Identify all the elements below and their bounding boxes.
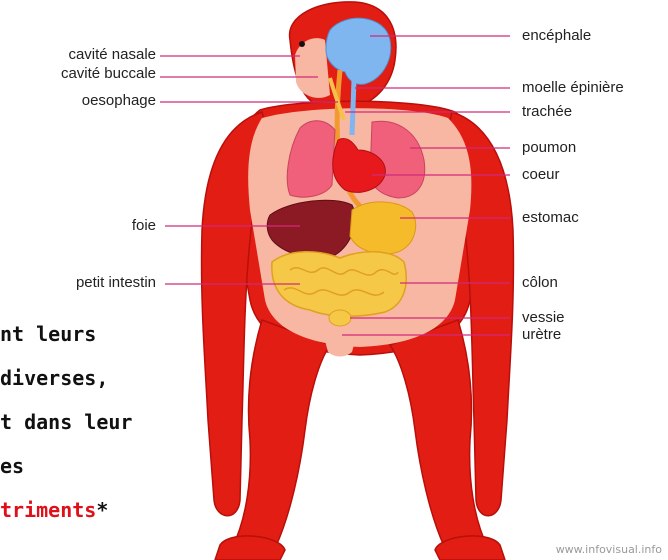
- slide-text-line-5: triments*: [0, 498, 108, 522]
- label-urethra: urètre: [522, 327, 561, 343]
- slide-text-line-3: t dans leur: [0, 410, 132, 434]
- label-esophagus: oesophage: [82, 93, 156, 109]
- bladder-organ: [329, 310, 351, 326]
- label-trachea: trachée: [522, 104, 572, 120]
- spinal-cord-organ: [352, 80, 354, 135]
- face-interior: [295, 38, 330, 98]
- label-stomach: estomac: [522, 210, 579, 226]
- slide-text-line-1: nt leurs: [0, 322, 96, 346]
- watermark: www.infovisual.info: [556, 543, 662, 556]
- eye: [299, 41, 305, 47]
- slide-text-asterisk: *: [96, 498, 108, 522]
- label-heart: coeur: [522, 167, 560, 183]
- label-lung: poumon: [522, 140, 576, 156]
- stomach-organ: [350, 202, 416, 254]
- label-colon: côlon: [522, 275, 558, 291]
- label-nasal-cavity: cavité nasale: [68, 47, 156, 63]
- label-small-intestine: petit intestin: [76, 275, 156, 291]
- label-spinal-cord: moelle épinière: [522, 80, 624, 96]
- label-liver: foie: [132, 218, 156, 234]
- label-bladder: vessie: [522, 310, 565, 326]
- slide-text-line-4: es: [0, 454, 24, 478]
- label-brain: encéphale: [522, 28, 591, 44]
- label-oral-cavity: cavité buccale: [61, 66, 156, 82]
- slide-text-line-2: diverses,: [0, 366, 108, 390]
- slide-text-highlight: triments: [0, 498, 96, 522]
